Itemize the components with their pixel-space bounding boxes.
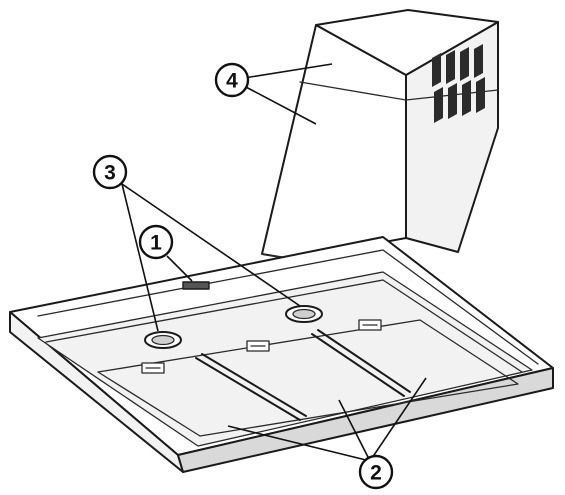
callout-4-label: 4: [226, 70, 238, 93]
vent-grille: [432, 44, 485, 123]
callout-3: 3: [92, 154, 128, 190]
lighting: [144, 305, 323, 349]
chimney-cover: [261, 9, 499, 260]
callout-1: 1: [138, 224, 174, 260]
leader-lines: [121, 63, 427, 462]
hood-canopy: [9, 236, 554, 473]
callout-2-label: 2: [370, 462, 382, 485]
callout-3-label: 3: [104, 162, 116, 185]
control-panel: [182, 281, 210, 290]
callout-1-label: 1: [150, 232, 162, 255]
grease-filters: [141, 319, 411, 421]
callout-4: 4: [214, 62, 250, 98]
callout-2: 2: [358, 454, 394, 490]
